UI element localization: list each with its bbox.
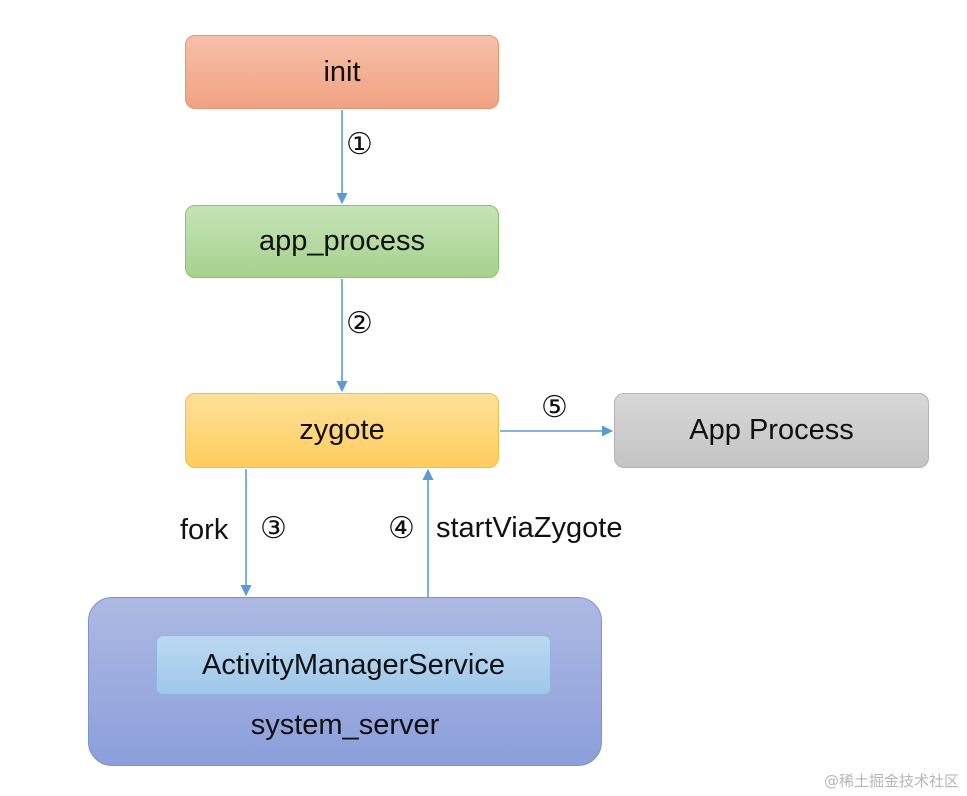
app-process-box-label: App Process [689,414,854,446]
step-4-marker: ④ [388,511,415,546]
step-1-marker: ① [346,127,373,162]
watermark-text: @稀土掘金技术社区 [823,772,959,790]
app-process-node: app_process [185,205,499,278]
zygote-node: zygote [185,393,499,468]
activity-manager-service-label: ActivityManagerService [202,648,505,681]
fork-label: fork [180,514,229,546]
app-process-box: App Process [614,393,929,468]
step-3-marker: ③ [260,511,287,546]
init-label: init [323,55,361,88]
init-node: init [185,35,499,109]
system-server-text: system_server [250,708,440,741]
activity-manager-service-node: ActivityManagerService [156,635,551,695]
system-server-label: system_server [88,700,602,750]
start-via-zygote-label: startViaZygote [436,512,623,544]
step-5-marker: ⑤ [541,390,568,425]
zygote-label: zygote [299,414,385,446]
app-process-label: app_process [258,225,426,257]
step-2-marker: ② [346,306,373,341]
